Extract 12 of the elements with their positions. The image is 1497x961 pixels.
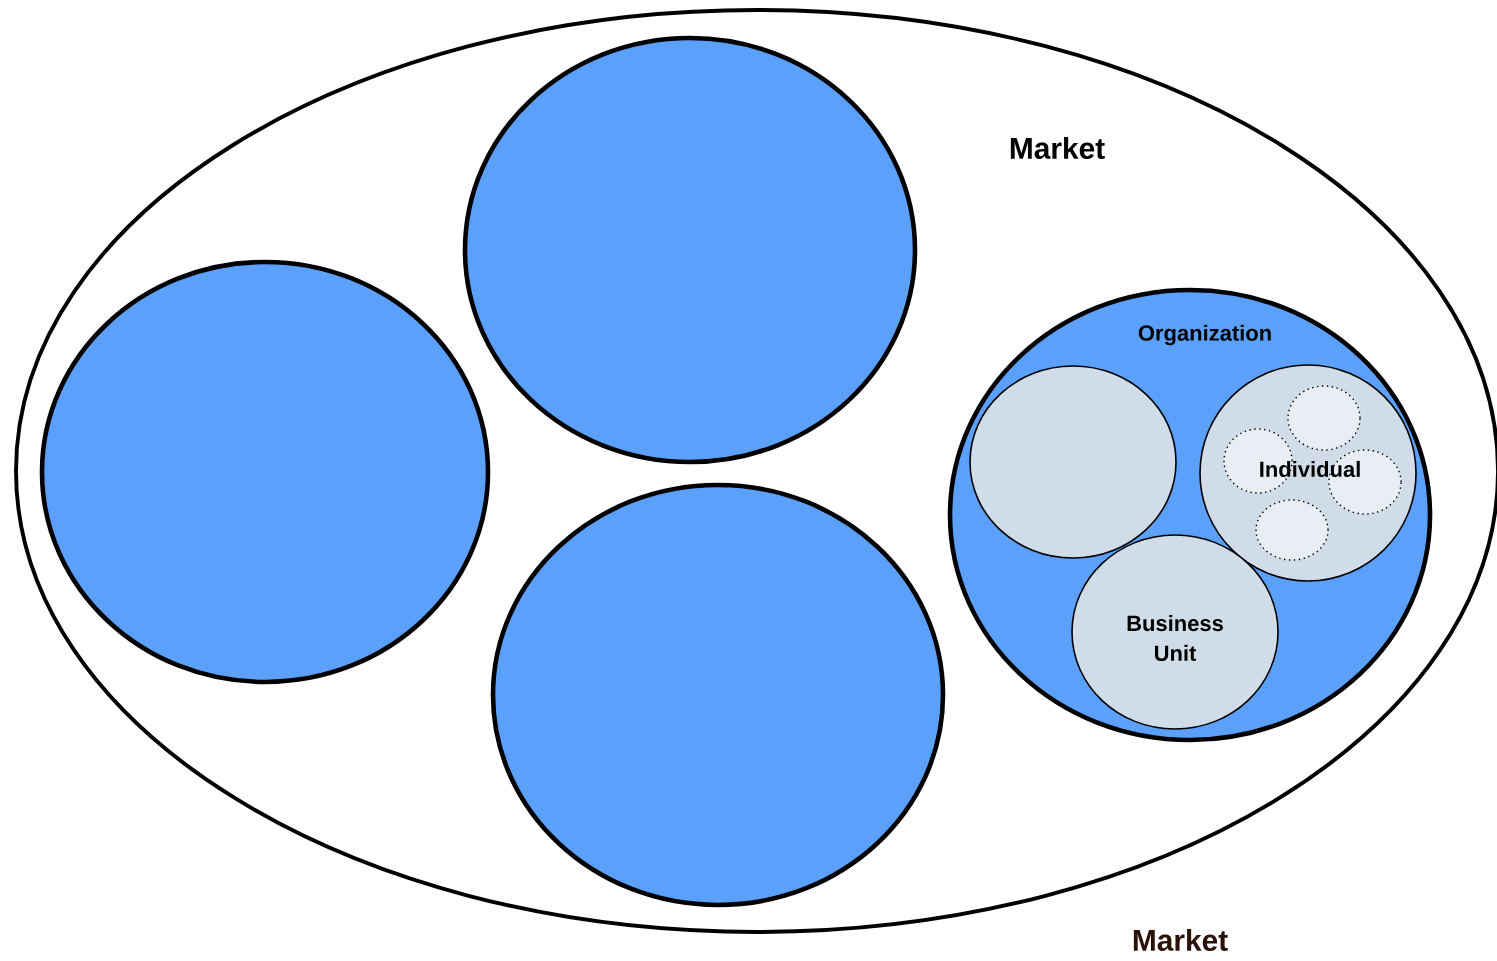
circle-label: Individual: [1260, 460, 1360, 478]
circle: [39, 259, 491, 685]
circle-label: Market: [1010, 137, 1105, 159]
circle-label: Organization: [1138, 324, 1271, 346]
label: Market: [1133, 929, 1228, 951]
circle-label: Business Unit: [1127, 615, 1223, 661]
circle: [462, 35, 918, 465]
dotted-circle: [1255, 499, 1329, 561]
dotted-circle: [1287, 385, 1361, 451]
circle: [969, 365, 1177, 559]
circle: [490, 482, 946, 908]
circle: [1071, 534, 1279, 730]
